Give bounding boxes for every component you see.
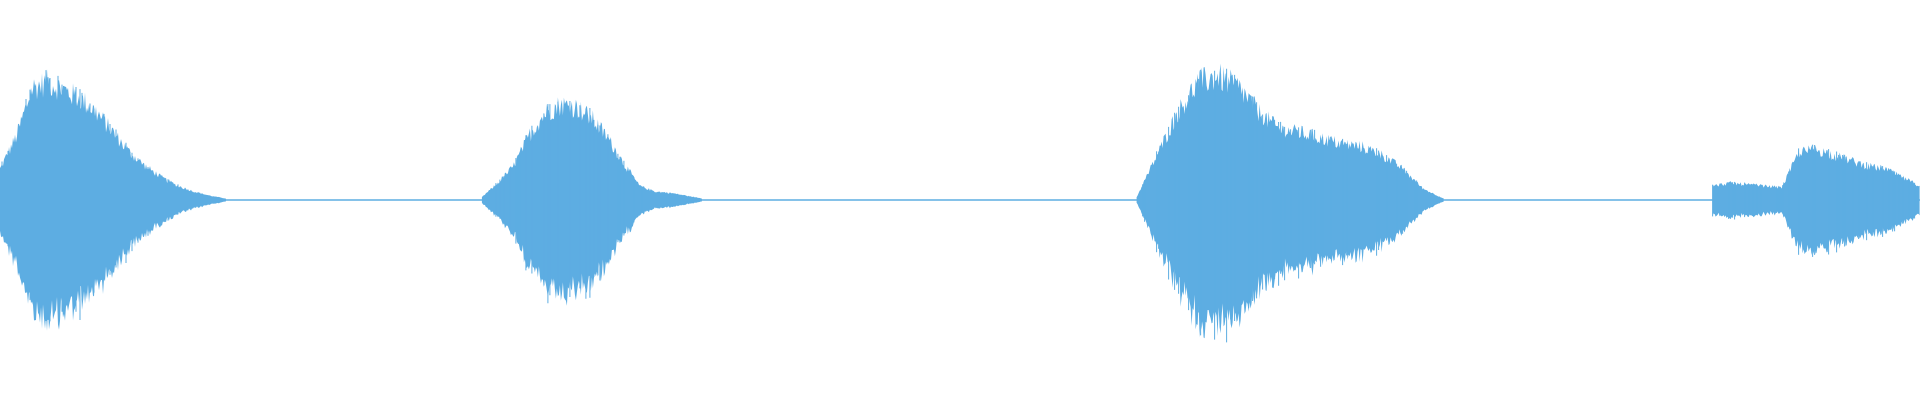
waveform-bars <box>0 63 1920 343</box>
waveform-burst-3 <box>1136 63 1444 343</box>
waveform-envelope <box>481 97 702 306</box>
waveform-envelope <box>0 69 226 331</box>
waveform-envelope <box>1712 145 1920 256</box>
waveform-burst-4 <box>1712 144 1920 257</box>
waveform-burst-2 <box>481 97 702 306</box>
waveform-burst-1 <box>0 69 226 331</box>
